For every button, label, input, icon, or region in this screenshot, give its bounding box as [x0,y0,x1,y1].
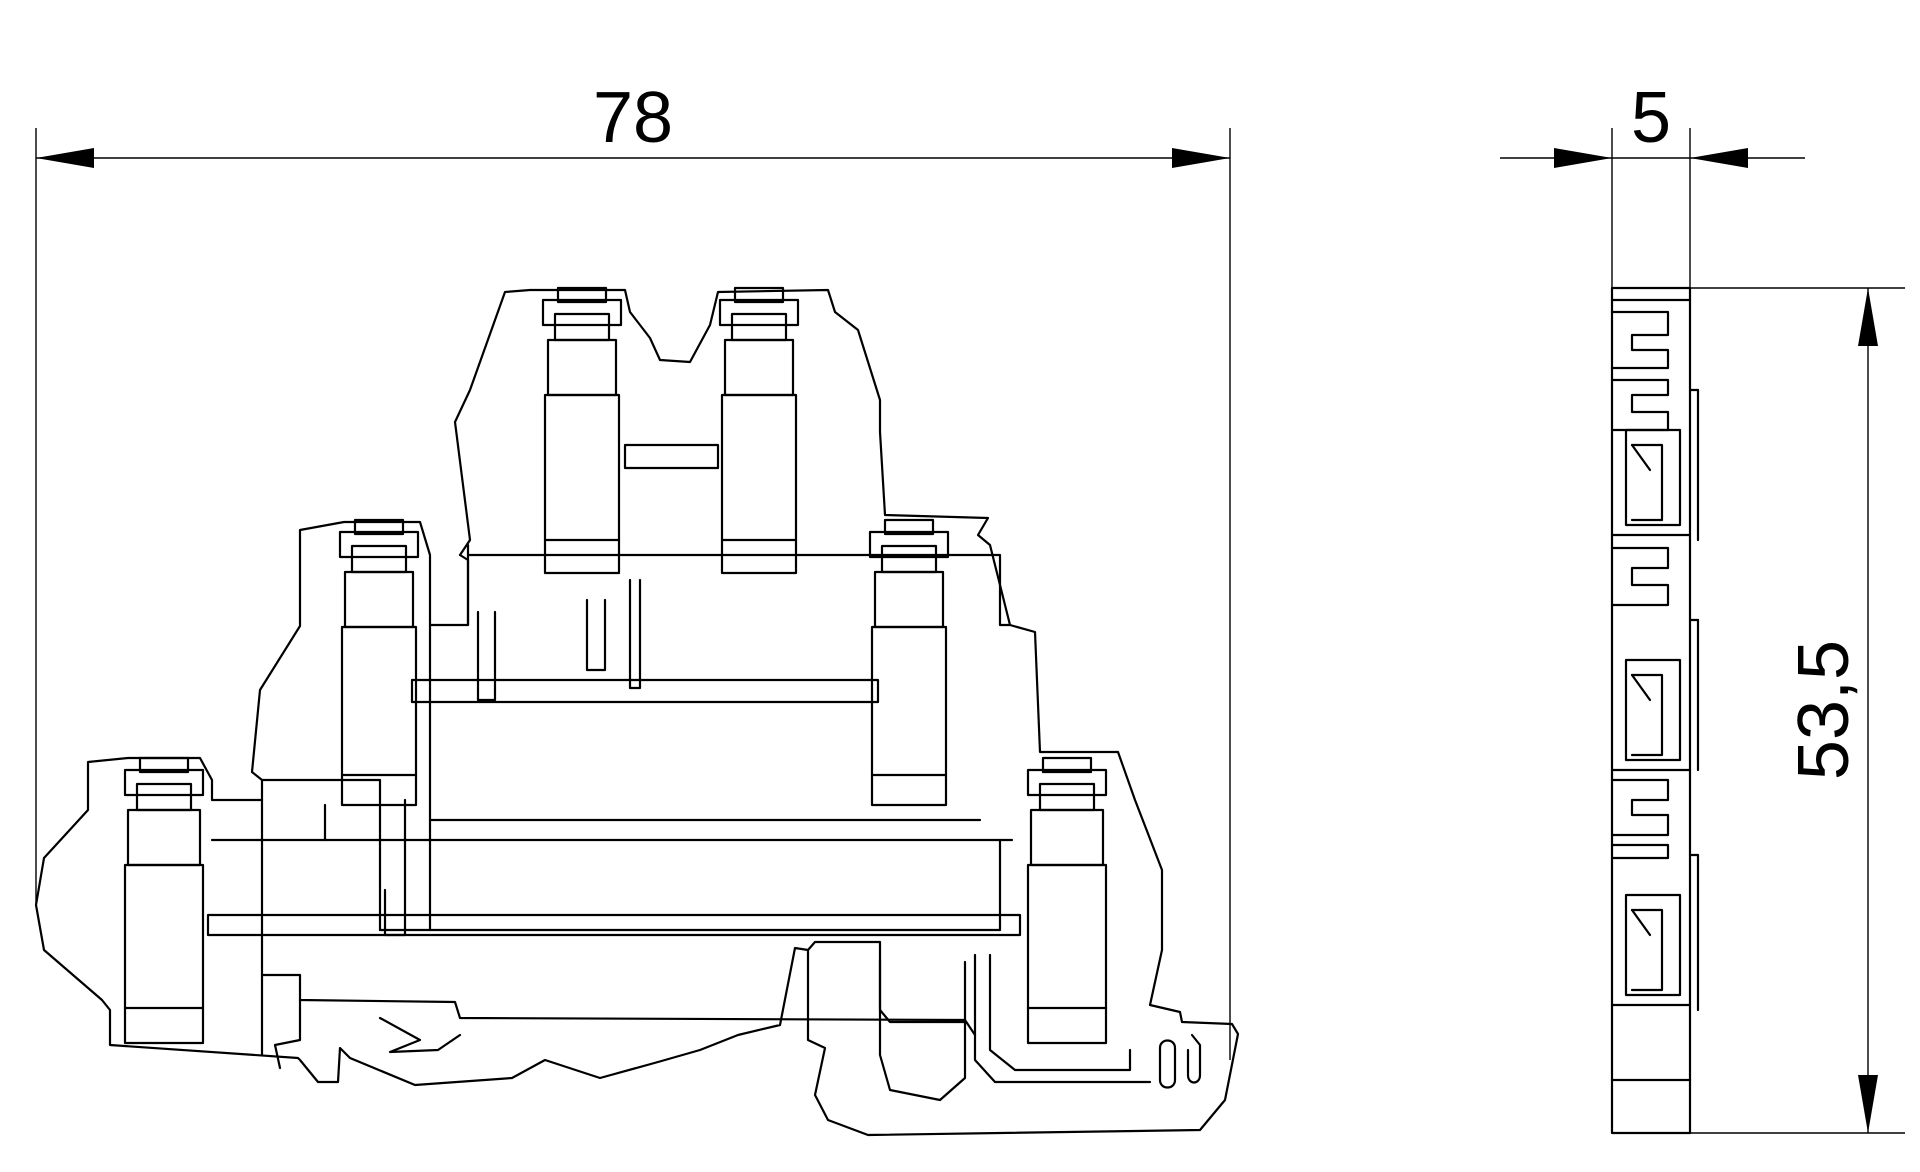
terminal-mid-right [868,518,950,807]
thickness-label: 5 [1631,78,1671,158]
terminal-bottom-left [123,756,205,1045]
front-view-housing [34,288,1240,1137]
height-dimension: 53,5 [1690,287,1905,1134]
terminal-mid-left [338,518,420,807]
arrow-thickness-right [1690,148,1748,168]
side-view [1610,286,1700,1135]
arrow-right [1172,148,1230,168]
terminal-top-right [718,286,800,575]
terminal-bottom-right [1026,756,1108,1045]
arrow-bottom [1858,1075,1878,1133]
arrow-left [36,148,94,168]
thickness-dimension: 5 [1500,78,1805,290]
width-dimension: 78 [35,78,1231,1060]
width-label: 78 [593,78,673,158]
arrow-thickness-left [1554,148,1612,168]
terminal-top-left [541,286,623,575]
height-label: 53,5 [1784,640,1864,780]
arrow-top [1858,288,1878,346]
